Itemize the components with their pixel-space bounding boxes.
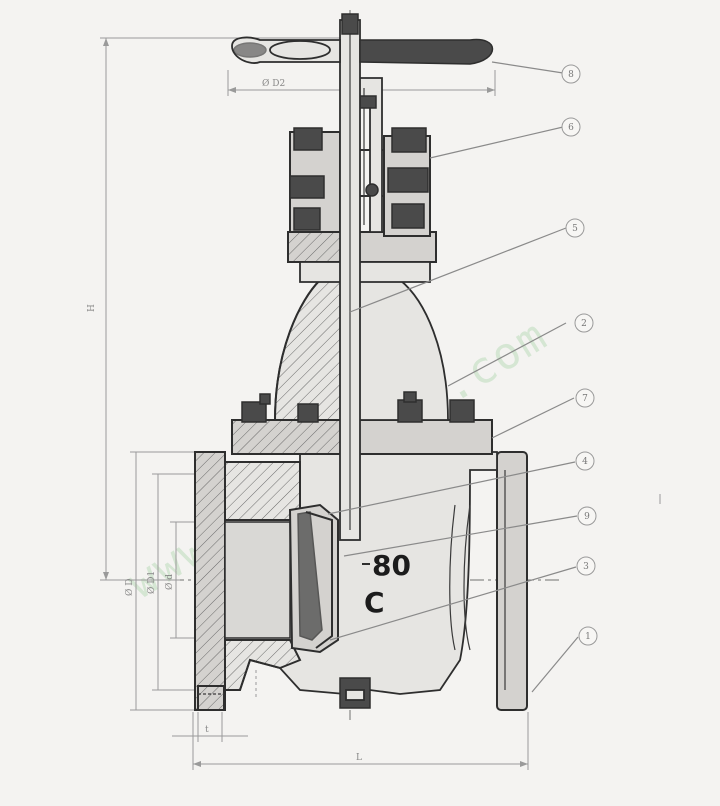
leader-lines [327,61,579,693]
dim-label-handwheel-diameter: Ø D2 [262,78,285,89]
dim-label-flange-diameter: Ø D [124,579,135,596]
dim-label-height: H [87,304,97,312]
dim-label-thickness: t [205,725,209,735]
handwheel [231,36,494,65]
balloon-label: 8 [568,70,574,80]
stem [339,13,361,541]
body-marking-size: 80 [372,549,411,582]
balloon-label: 7 [582,394,588,404]
balloon-label: 6 [568,123,574,133]
dimension-lines [100,37,661,770]
balloon-label: 2 [581,319,587,329]
balloon-2: 6 [561,117,581,137]
body-marking-class: C [364,586,385,619]
balloon-1: 8 [561,64,581,84]
balloon-label: 4 [582,457,588,467]
balloon-3: 5 [565,218,585,238]
dim-label-bore: Ø d [164,574,175,590]
wedge-disc [288,503,339,654]
balloon-4: 2 [574,313,594,333]
balloon-label: 9 [584,512,590,522]
valve-body [194,451,528,711]
bonnet-bolts [241,391,475,423]
dim-label-bolt-circle: Ø D1 [146,571,157,594]
dim-label-length: L [356,753,362,763]
balloon-8: 3 [576,556,596,576]
gland-packing [289,127,431,237]
balloon-9: 1 [578,626,598,646]
balloon-label: 1 [585,632,591,642]
balloon-6: 4 [575,451,595,471]
balloon-5: 7 [575,388,595,408]
balloon-label: 5 [572,224,578,234]
balloon-label: 3 [583,562,589,572]
balloon-7: 9 [577,506,597,526]
